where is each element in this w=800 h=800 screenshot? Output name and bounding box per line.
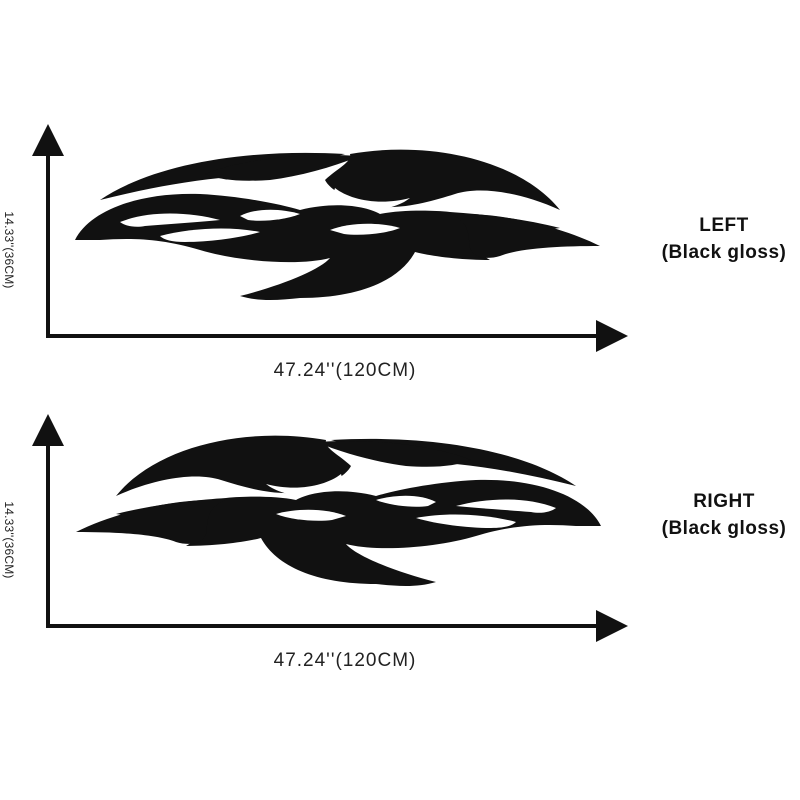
side-label-left: LEFT (Black gloss) <box>662 212 787 266</box>
flame-decal-right-icon <box>76 435 601 586</box>
panel-left-decal: 14.33''(36CM) 47.24''(120CM) LEFT (Black… <box>0 110 800 410</box>
dimension-axes <box>32 124 628 352</box>
height-dimension-label: 14.33''(36CM) <box>2 211 16 289</box>
width-dimension-label: 47.24''(120CM) <box>273 360 417 381</box>
height-arrow-icon <box>32 124 64 156</box>
width-arrow-icon <box>596 320 628 352</box>
flame-decal-left-icon <box>75 149 600 300</box>
height-arrow-icon <box>32 414 64 446</box>
finish-label: (Black gloss) <box>661 518 787 539</box>
panel-right-decal: 14.33''(36CM) 47.24''(120CM) RIGHT (Blac… <box>0 400 800 700</box>
side-title: LEFT <box>699 215 749 236</box>
height-dimension-label: 14.33''(36CM) <box>2 501 16 579</box>
width-arrow-icon <box>596 610 628 642</box>
width-dimension-label: 47.24''(120CM) <box>273 650 417 671</box>
finish-label: (Black gloss) <box>661 242 787 263</box>
side-title: RIGHT <box>693 491 755 512</box>
side-label-right: RIGHT (Black gloss) <box>662 488 787 542</box>
dimension-axes <box>32 414 628 642</box>
